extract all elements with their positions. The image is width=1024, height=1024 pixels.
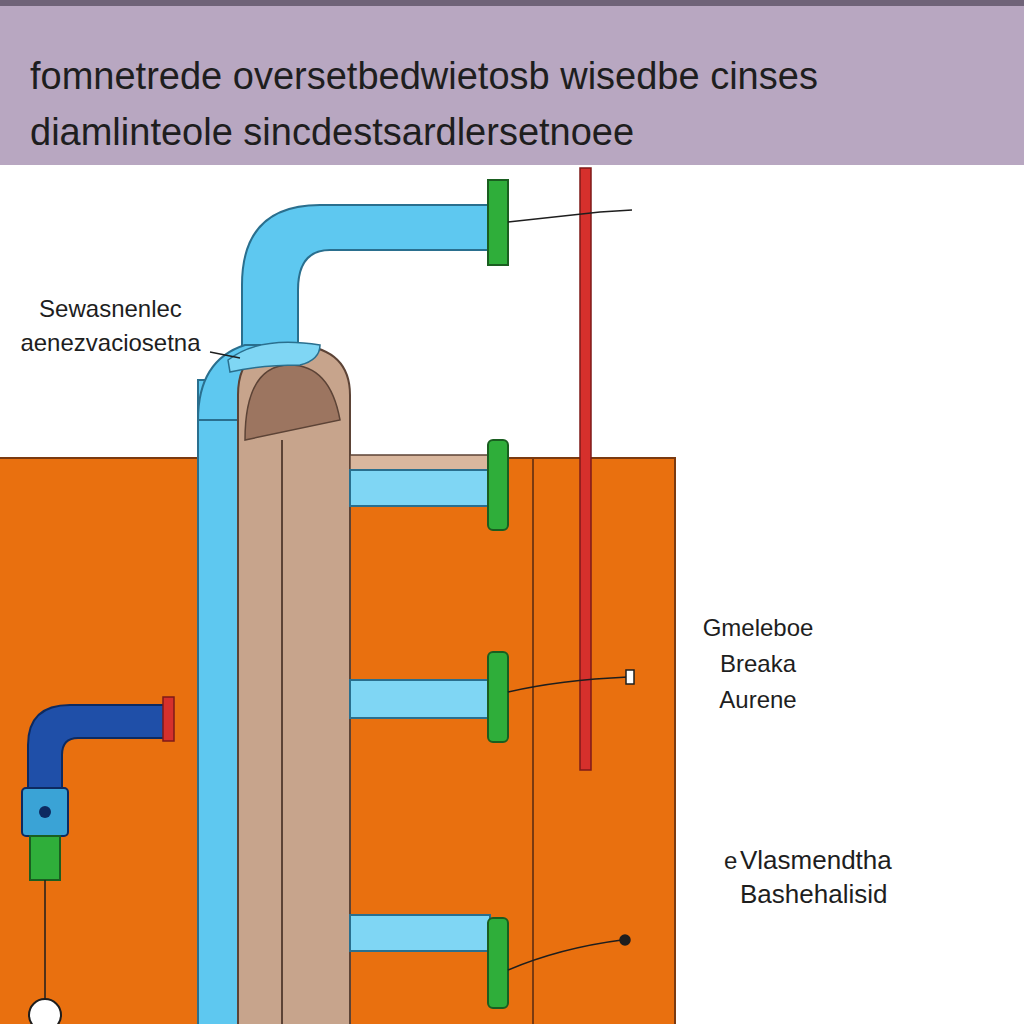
pipe-opening [245, 365, 340, 440]
leader-wires [210, 210, 634, 970]
banner-edge [0, 0, 1024, 6]
diagram-title: fomnetrede oversetbedwietosb wisedbe cin… [30, 48, 960, 160]
title-banner [0, 0, 1024, 165]
pipe-collar [228, 342, 320, 372]
part-label: Vlasmendtha Bashehalisid [740, 843, 1000, 911]
valve-dial [39, 806, 51, 818]
main-pipe [238, 345, 350, 1024]
upper-pipe [242, 205, 492, 360]
valve-fitting [30, 836, 60, 880]
probe-wire [44, 880, 46, 1000]
small-pipe-end [163, 697, 174, 741]
branch-pipes [350, 440, 508, 1008]
ground-line [532, 458, 534, 1024]
small-pipe [28, 705, 165, 790]
pipe-cap [488, 180, 508, 265]
valve-body [22, 788, 68, 836]
part-label: Gmeleboe Breaka Aurene [688, 610, 828, 718]
part-label: Sewasnenlec aenezvaciosetna [8, 292, 213, 360]
pipe-seam [281, 440, 283, 1024]
probe-ring [29, 999, 61, 1024]
